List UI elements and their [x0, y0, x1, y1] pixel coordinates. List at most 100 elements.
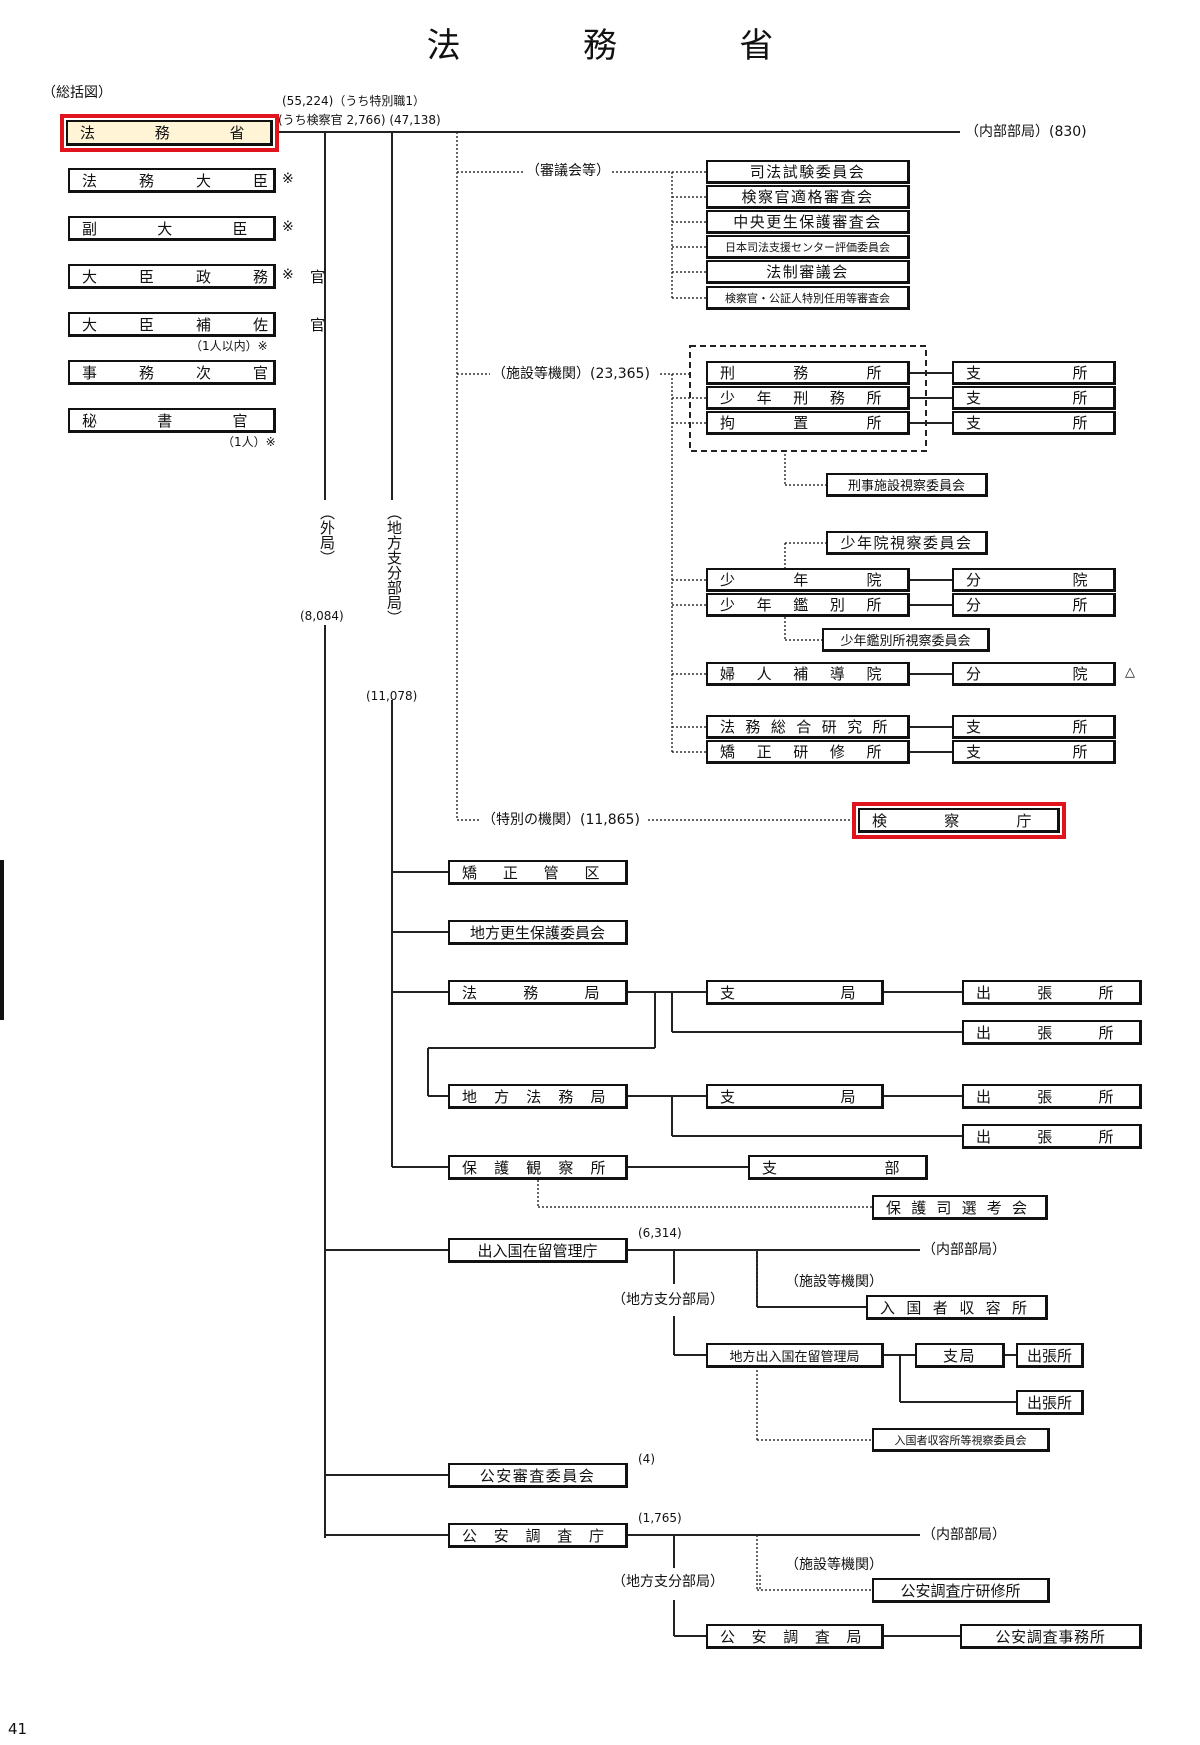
vice-minister-box: 副 大 臣: [68, 216, 276, 241]
probation-branch-label: 支部: [762, 1158, 913, 1177]
special-organ-label: （特別の機関）(11,865): [482, 812, 640, 828]
district-branch-box: 支局: [706, 1084, 884, 1109]
research-institute-box: 法務総合研究所: [706, 715, 910, 739]
immigration-agency-box: 出入国在留管理庁: [448, 1238, 628, 1263]
secretary-note: （1人）※: [222, 435, 276, 449]
psia-bureau-label: 公安調査局: [720, 1627, 869, 1646]
council-label-6: 検察官・公証人特別任用等審査会: [725, 291, 890, 305]
psrc-count: (4): [638, 1452, 655, 1466]
probation-branch-box: 支部: [748, 1155, 928, 1180]
district-legal-box: 地方法務局: [448, 1084, 628, 1109]
district-sub-office-label-1: 出張所: [976, 1087, 1127, 1106]
triangle-mark: △: [1125, 665, 1135, 680]
page-title: 法 務 省: [426, 26, 818, 66]
correction-region-label: 矯正管区: [462, 863, 613, 882]
classification-committee-label: 少年鑑別所視察委員会: [840, 634, 971, 649]
juvenile-prison-branch-box: 支所: [952, 386, 1116, 410]
prison-label: 刑務所: [720, 364, 895, 382]
detention-inspection-label: 入国者収容所等視察委員会: [894, 1433, 1027, 1447]
psia-count: (1,765): [638, 1511, 682, 1525]
council-label-2: 検察官適格審査会: [741, 188, 874, 206]
womens-guidance-label: 婦人補導院: [720, 665, 895, 683]
correction-training-label: 矯正研修所: [720, 743, 895, 761]
womens-guidance-box: 婦人補導院: [706, 662, 910, 686]
prison-committee-label: 刑事施設視察委員会: [847, 479, 965, 494]
juvenile-training-branch-box: 分院: [952, 568, 1116, 592]
internal-bureaus-label: （内部部局）(830): [965, 124, 1087, 140]
council-label-5: 法制審議会: [766, 263, 849, 281]
aide-box: 大 臣 補 佐 官: [68, 312, 339, 337]
council-label-1: 司法試験委員会: [749, 163, 866, 181]
psia-office-box: 公安調査事務所: [960, 1624, 1142, 1649]
ministry-box: 法 務 省: [60, 114, 279, 152]
prison-branch-box: 支所: [952, 361, 1116, 385]
training-branch-box: 支所: [952, 740, 1116, 764]
parliamentary-vice-box: 大 臣 政 務 官: [68, 264, 325, 289]
immigration-regional-label: （地方支分部局）: [612, 1292, 724, 1308]
parliamentary-vice-mark: ※: [282, 267, 294, 283]
prosecutors-office-label: 検察庁: [872, 811, 1045, 830]
ministry-label: 法 務 省: [80, 124, 258, 142]
training-committee-box: 少年院視察委員会: [826, 531, 988, 555]
psia-regional-label: （地方支分部局）: [612, 1574, 724, 1590]
council-box-1: 司法試験委員会: [706, 160, 910, 184]
detention-house-label: 拘置所: [720, 414, 895, 432]
immigration-branch-label: 支局: [942, 1346, 976, 1365]
facilities-label: （施設等機関）(23,365): [492, 366, 650, 382]
immigration-count: (6,314): [638, 1226, 682, 1240]
external-bureaus-label: （外局）: [315, 505, 336, 572]
councils-label: （審議会等）: [526, 163, 610, 179]
top-count-line2: (うち検察官 2,766) (47,138): [278, 113, 441, 127]
volunteer-committee-box: 保護司選考会: [872, 1195, 1048, 1220]
psia-box: 公安調査庁: [448, 1523, 628, 1548]
district-sub-office-box-2: 出張所: [962, 1124, 1142, 1149]
juvenile-classification-label: 少年鑑別所: [720, 596, 895, 614]
correction-training-box: 矯正研修所: [706, 740, 910, 764]
detention-center-box: 入国者収容所: [866, 1295, 1048, 1320]
minister-mark: ※: [282, 171, 294, 187]
psia-label: 公安調査庁: [462, 1526, 613, 1545]
regional-bureaus-count: (11,078): [366, 689, 418, 703]
juvenile-prison-branch-label: 支所: [966, 389, 1101, 407]
prison-box: 刑務所: [706, 361, 910, 385]
juvenile-classification-box: 少年鑑別所: [706, 593, 910, 617]
detention-center-label: 入国者収容所: [880, 1298, 1033, 1317]
minister-box: 法 務 大 臣: [68, 168, 276, 193]
research-institute-label: 法務総合研究所: [720, 718, 895, 736]
council-box-4: 日本司法支援センター評価委員会: [706, 235, 910, 259]
council-box-2: 検察官適格審査会: [706, 185, 910, 209]
district-sub-office-box-1: 出張所: [962, 1084, 1142, 1109]
council-box-3: 中央更生保護審査会: [706, 210, 910, 234]
prosecutors-office-box: 検察庁: [852, 802, 1066, 839]
minister-label: 法 務 大 臣: [82, 171, 282, 190]
womens-branch-label: 分院: [966, 665, 1101, 683]
psrc-box: 公安審査委員会: [448, 1463, 628, 1488]
research-branch-box: 支所: [952, 715, 1116, 739]
immigration-sub-office-label-1: 出張所: [1026, 1346, 1072, 1365]
district-branch-label: 支局: [720, 1087, 869, 1106]
district-sub-office-label-2: 出張所: [976, 1127, 1127, 1146]
parole-board-label: 地方更生保護委員会: [469, 923, 605, 942]
council-box-5: 法制審議会: [706, 260, 910, 284]
immigration-internal-label: （内部部局）: [922, 1242, 1006, 1258]
legal-branch-label: 支局: [720, 983, 869, 1002]
council-label-4: 日本司法支援センター評価委員会: [725, 240, 890, 254]
probation-office-label: 保護観察所: [462, 1158, 613, 1177]
detention-branch-box: 支所: [952, 411, 1116, 435]
top-count-line1: (55,224)（うち特別職1）: [282, 94, 425, 108]
juvenile-training-label: 少年院: [720, 571, 895, 589]
research-branch-label: 支所: [966, 718, 1101, 736]
council-box-6: 検察官・公証人特別任用等審査会: [706, 286, 910, 310]
psia-training-box: 公安調査庁研修所: [872, 1578, 1050, 1603]
aide-label: 大 臣 補 佐 官: [82, 315, 339, 334]
parole-board-box: 地方更生保護委員会: [448, 920, 628, 945]
psia-internal-label: （内部部局）: [922, 1527, 1006, 1543]
psia-training-label: 公安調査庁研修所: [900, 1581, 1021, 1600]
immigration-branch-box: 支局: [915, 1343, 1005, 1368]
secretary-box: 秘 書 官: [68, 408, 276, 433]
regional-immigration-label: 地方出入国在留管理局: [729, 1349, 860, 1365]
psia-office-label: 公安調査事務所: [995, 1627, 1106, 1646]
admin-vice-box: 事 務 次 官: [68, 360, 276, 385]
